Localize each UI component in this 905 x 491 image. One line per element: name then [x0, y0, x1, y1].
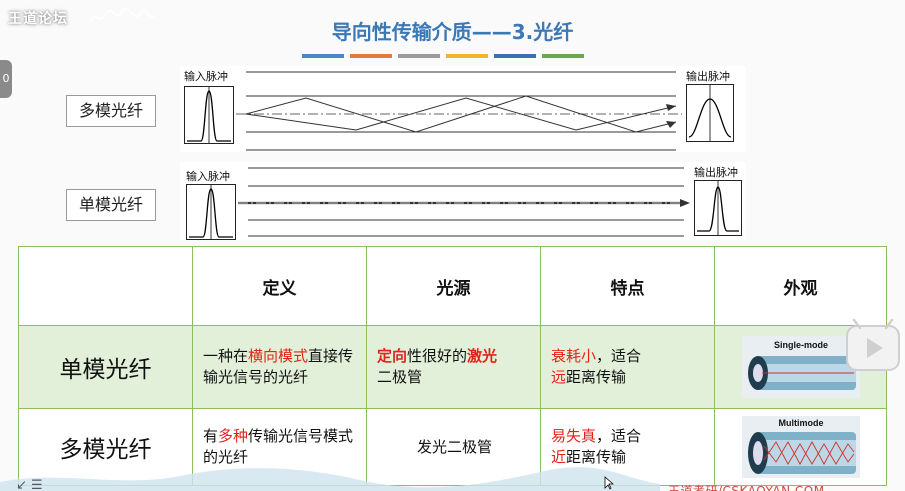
multimode-input-label: 输入脉冲: [184, 70, 228, 83]
singlemode-fiber-core: [238, 167, 690, 237]
title-color-bars: [302, 54, 584, 58]
multimode-fiber-label: 多模光纤: [66, 95, 156, 127]
title-bar-3: [398, 54, 440, 58]
watermark: 王道考研/CSKAOYAN.COM: [668, 484, 825, 491]
bottom-decoration-wave: [0, 467, 660, 491]
multimode-output-pulse: [686, 84, 734, 142]
multimode-image-label: Multimode: [778, 418, 823, 428]
side-panel-tab[interactable]: 0: [0, 60, 12, 98]
slide-title: 导向性传输介质——3.光纤: [331, 20, 574, 44]
singlemode-cable-image: Single-mode: [741, 336, 860, 398]
title-bar-2: [350, 54, 392, 58]
singlemode-features: 衰耗小，适合远距离传输: [540, 325, 715, 409]
header-appearance: 外观: [714, 246, 887, 326]
title-bar-1: [302, 54, 344, 58]
header-features: 特点: [540, 246, 715, 326]
singlemode-name: 单模光纤: [18, 325, 193, 409]
singlemode-input-pulse: [186, 184, 236, 240]
logo-signature: [89, 7, 155, 23]
singlemode-input-label: 输入脉冲: [186, 170, 230, 183]
multimode-diagram: 输入脉冲 输出脉冲: [180, 66, 746, 152]
fiber-comparison-table: 定义 光源 特点 外观 单模光纤 一种在横向模式直接传输光信号的光纤 定向性很好…: [18, 246, 887, 486]
title-bar-6: [542, 54, 584, 58]
singlemode-definition: 一种在横向模式直接传输光信号的光纤: [192, 325, 367, 409]
table-row-multimode: 多模光纤 有多种传输光信号模式的光纤 发光二极管 易失真，适合近距离传输 Mul…: [18, 408, 887, 486]
singlemode-light-source: 定向性很好的激光二极管: [366, 325, 541, 409]
title-bar-4: [446, 54, 488, 58]
multimode-features: 易失真，适合近距离传输: [540, 408, 715, 486]
singlemode-diagram: 输入脉冲 输出脉冲: [180, 162, 746, 240]
singlemode-image-label: Single-mode: [773, 340, 827, 350]
site-logo: 王道论坛: [8, 11, 68, 27]
multimode-name: 多模光纤: [18, 408, 193, 486]
header-empty: [18, 246, 193, 326]
bottom-toolbar-icons[interactable]: ↙ ☰: [16, 478, 43, 491]
multimode-input-pulse: [184, 86, 234, 144]
table-row-singlemode: 单模光纤 一种在横向模式直接传输光信号的光纤 定向性很好的激光二极管 衰耗小，适…: [18, 325, 887, 409]
multimode-cable-image: Multimode: [741, 416, 860, 478]
header-light-source: 光源: [366, 246, 541, 326]
singlemode-output-pulse: [694, 180, 742, 236]
multimode-appearance: Multimode: [714, 408, 887, 486]
mouse-cursor-icon: [604, 476, 614, 490]
singlemode-fiber-label: 单模光纤: [66, 189, 156, 221]
table-header-row: 定义 光源 特点 外观: [18, 246, 887, 326]
title-bar-5: [494, 54, 536, 58]
multimode-output-label: 输出脉冲: [686, 70, 730, 83]
header-definition: 定义: [192, 246, 367, 326]
multimode-fiber-core: [236, 71, 682, 151]
multimode-light-source: 发光二极管: [366, 408, 541, 486]
play-icon[interactable]: [844, 318, 902, 374]
singlemode-output-label: 输出脉冲: [694, 166, 738, 179]
